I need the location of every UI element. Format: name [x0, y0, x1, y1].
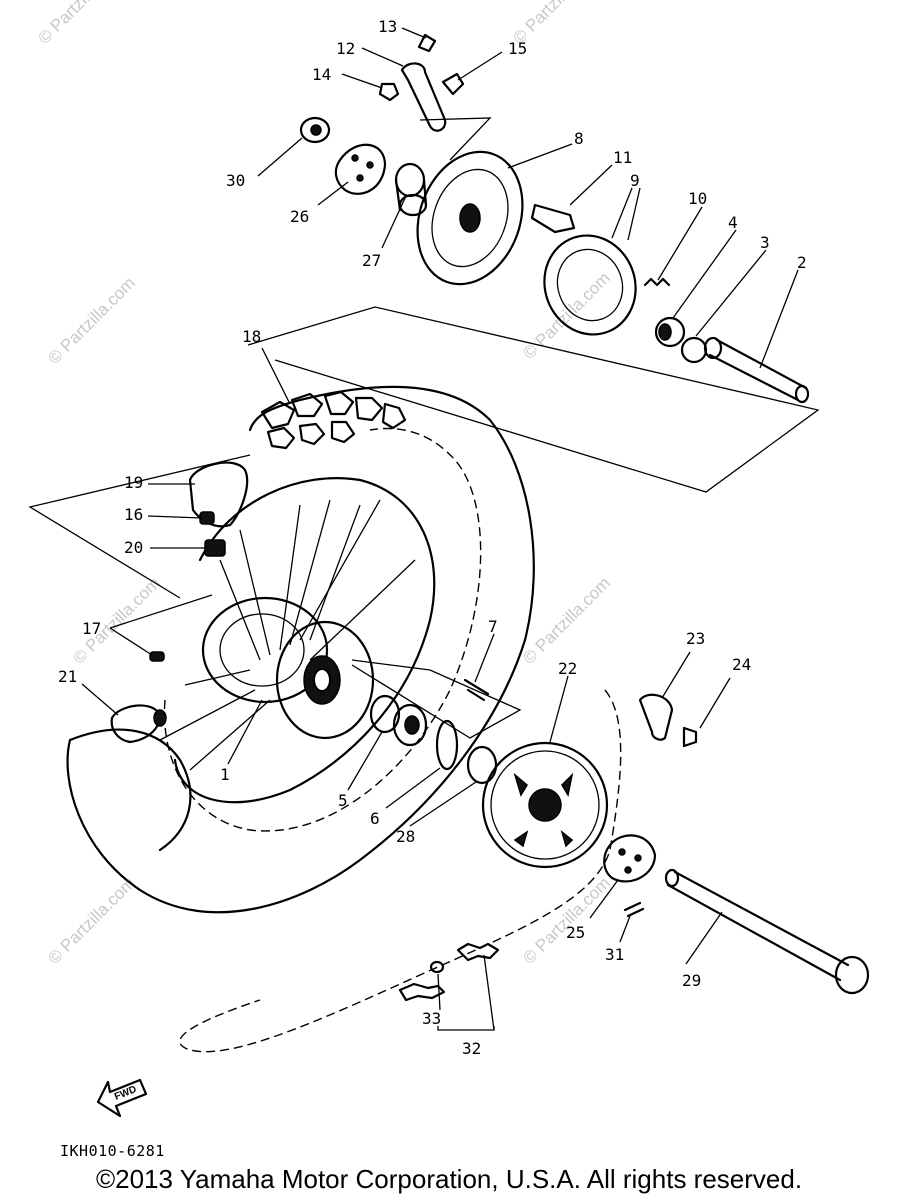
tire-assembly — [66, 385, 535, 914]
axle-head — [834, 955, 870, 995]
brake-shoe-plate — [416, 150, 524, 286]
chain-section — [398, 982, 446, 1002]
brake-disc-inner — [219, 613, 305, 687]
rim-band — [188, 461, 249, 528]
chain-clip — [429, 960, 445, 974]
forward-direction-arrow: FWD — [96, 1078, 148, 1118]
brake-disc — [201, 596, 329, 704]
callout-32: 32 — [462, 1039, 481, 1058]
watermark-text: © Partzilla.com — [519, 268, 613, 362]
spoke-nipple — [149, 651, 165, 662]
callout-14: 14 — [312, 65, 331, 84]
callout-4: 4 — [728, 213, 738, 232]
rear-axle — [666, 870, 850, 982]
callout-7: 7 — [488, 617, 498, 636]
sprocket-plate — [334, 143, 387, 195]
rear-sprocket — [481, 741, 609, 869]
callout-13: 13 — [378, 17, 397, 36]
collar-28 — [466, 745, 498, 785]
callout-20: 20 — [124, 538, 143, 557]
oil-seal — [435, 719, 459, 771]
callout-15: 15 — [508, 39, 527, 58]
hub-group-bracket — [351, 659, 522, 739]
rim-lock — [204, 539, 226, 557]
brake-shoe-set — [543, 234, 637, 336]
callout-33: 33 — [422, 1009, 441, 1028]
brake-spring — [643, 277, 671, 287]
tire-inner-edge — [163, 427, 482, 832]
callout-19: 19 — [124, 473, 143, 492]
callout-10: 10 — [688, 189, 707, 208]
collar — [654, 316, 686, 348]
callout-26: 26 — [290, 207, 309, 226]
cotter-pin — [623, 901, 645, 918]
callout-23: 23 — [686, 629, 705, 648]
callout-11: 11 — [613, 148, 632, 167]
callout-30: 30 — [226, 171, 245, 190]
brake-camshaft — [530, 203, 576, 234]
drive-chain — [179, 689, 622, 1053]
callout-1: 1 — [220, 765, 230, 784]
callout-24: 24 — [732, 655, 751, 674]
rim-edge — [173, 477, 436, 804]
callout-21: 21 — [58, 667, 77, 686]
watermark-text: © Partzilla.com — [34, 0, 128, 48]
copyright-notice: ©2013 Yamaha Motor Corporation, U.S.A. A… — [95, 1164, 803, 1194]
fwd-label: FWD — [113, 1084, 138, 1103]
leader-lines — [81, 27, 799, 1031]
lock-washer — [638, 693, 674, 741]
wheel-axle — [708, 338, 808, 402]
lever-bolt — [417, 33, 437, 53]
watermark-layer: © Partzilla.com © Partzilla.com © Partzi… — [34, 0, 613, 968]
callout-2: 2 — [797, 253, 807, 272]
assembly-bracket-lines — [28, 117, 820, 739]
stud-bolt — [463, 678, 490, 702]
hub-bore — [313, 668, 331, 692]
callout-25: 25 — [566, 923, 585, 942]
tire-group-bracket — [28, 454, 251, 599]
callout-8: 8 — [574, 129, 584, 148]
camshaft-lever — [400, 62, 447, 132]
watermark-text: © Partzilla.com — [44, 873, 138, 967]
tire-tread — [260, 390, 407, 450]
upper-assembly-bracket — [247, 306, 820, 493]
bearing — [369, 694, 401, 734]
tire-outline — [66, 385, 535, 914]
lever-nut — [378, 82, 400, 102]
collar-30 — [299, 116, 331, 144]
callout-9: 9 — [630, 171, 640, 190]
callout-18: 18 — [242, 327, 261, 346]
sprocket-bolt — [682, 726, 698, 748]
drawing-code: IKH010-6281 — [60, 1142, 165, 1160]
callout-17: 17 — [82, 619, 101, 638]
drive-parts — [179, 678, 870, 1053]
chain-puller — [603, 834, 657, 883]
brake-parts — [299, 33, 810, 404]
callout-22: 22 — [558, 659, 577, 678]
chain-joint — [456, 942, 500, 962]
wheel-spokes — [159, 499, 416, 771]
brake-arm-bracket — [419, 117, 492, 161]
spacer-27 — [394, 162, 426, 198]
tube-valve-cap — [110, 704, 161, 744]
callout-31: 31 — [605, 945, 624, 964]
valve-nut — [199, 511, 215, 525]
watermark-text: © Partzilla.com — [519, 873, 613, 967]
callout-27: 27 — [362, 251, 381, 270]
watermark-text: © Partzilla.com — [44, 273, 138, 367]
callout-6: 6 — [370, 809, 380, 828]
callout-29: 29 — [682, 971, 701, 990]
callout-labels: 13 12 14 15 8 11 9 10 4 3 2 30 26 27 18 … — [58, 17, 807, 1058]
callout-12: 12 — [336, 39, 355, 58]
callout-28: 28 — [396, 827, 415, 846]
callout-16: 16 — [124, 505, 143, 524]
wear-indicator — [441, 72, 465, 96]
callout-5: 5 — [338, 791, 348, 810]
tire-sidewall — [68, 728, 192, 852]
spacer — [680, 336, 708, 364]
wheel-hub — [275, 620, 375, 740]
callout-3: 3 — [760, 233, 770, 252]
